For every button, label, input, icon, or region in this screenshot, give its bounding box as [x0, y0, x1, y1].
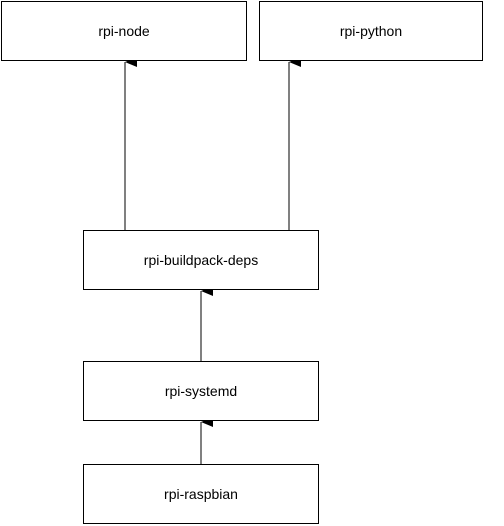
- node-label: rpi-node: [98, 23, 150, 39]
- node-label: rpi-python: [339, 23, 403, 39]
- node-label: rpi-systemd: [164, 383, 238, 399]
- node-rpi-systemd: rpi-systemd: [83, 361, 319, 421]
- node-rpi-buildpack-deps: rpi-buildpack-deps: [83, 230, 319, 290]
- node-label: rpi-buildpack-deps: [143, 252, 259, 268]
- node-rpi-python: rpi-python: [259, 1, 483, 61]
- node-rpi-node: rpi-node: [1, 1, 247, 61]
- node-rpi-raspbian: rpi-raspbian: [83, 464, 319, 524]
- node-label: rpi-raspbian: [164, 486, 238, 502]
